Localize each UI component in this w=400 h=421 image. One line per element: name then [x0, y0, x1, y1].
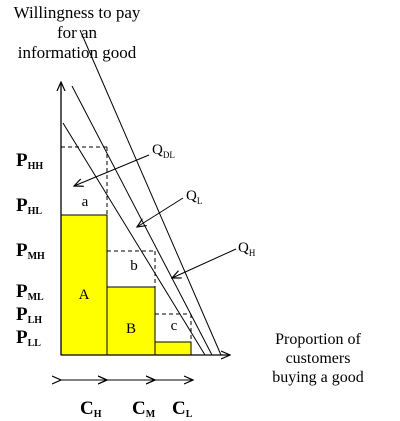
price-label-phl: PHL: [16, 195, 42, 217]
area-label-B: B: [126, 321, 136, 337]
area-label-a: a: [82, 194, 89, 210]
label-qdl: QDL: [152, 142, 175, 160]
arrow-qh: [172, 248, 237, 278]
price-label-pml: PML: [16, 281, 44, 303]
price-label-phh: PHH: [16, 150, 43, 172]
segment-label-cm: CM: [132, 398, 156, 420]
y-axis-title-line-1: Willingness to pay: [14, 3, 141, 22]
area-label-A: A: [79, 287, 90, 303]
label-ql: QL: [186, 188, 202, 206]
arrow-ql: [137, 197, 184, 227]
area-label-c: c: [171, 318, 178, 334]
label-qh: QH: [238, 240, 256, 258]
price-label-pll: PLL: [16, 327, 41, 349]
x-axis-title-line-3: buying a good: [272, 369, 364, 386]
area-label-b: b: [130, 258, 138, 274]
price-label-pmh: PMH: [16, 240, 45, 262]
arrow-qdl: [74, 154, 150, 186]
dashed-guides: [61, 146, 192, 342]
block-A: [60, 214, 108, 356]
x-axis-title-line-2: customers: [286, 350, 351, 367]
demand-line-qh: [79, 29, 222, 356]
block-B: [106, 286, 156, 356]
block-C: [154, 341, 192, 356]
y-axis-title-line-3: information good: [18, 43, 137, 62]
price-label-plh: PLH: [16, 304, 42, 326]
y-axis-title-line-2: for an: [57, 23, 98, 42]
demand-line-qdl: [62, 122, 206, 356]
segment-label-ch: CH: [80, 398, 102, 420]
segment-label-cl: CL: [172, 398, 193, 420]
x-axis-title-line-1: Proportion of: [275, 331, 361, 348]
